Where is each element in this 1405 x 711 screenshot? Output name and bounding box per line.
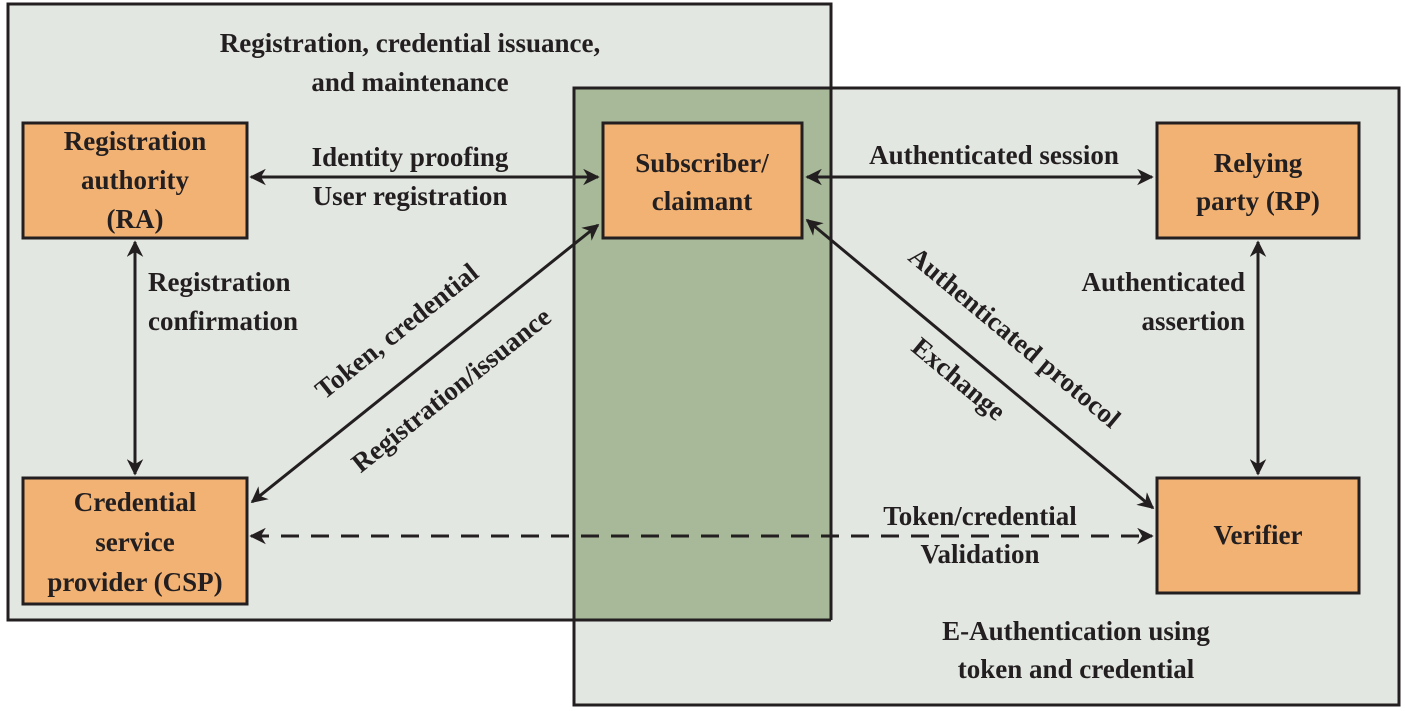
- registration-region-title-line2: and maintenance: [311, 67, 508, 97]
- ra-subscriber-label-line2: User registration: [313, 181, 508, 211]
- verifier-label: Verifier: [1214, 520, 1303, 550]
- subscriber-rp-label: Authenticated session: [869, 140, 1119, 170]
- ra-subscriber-label-line1: Identity proofing: [312, 142, 509, 172]
- rp-label-line1: Relying: [1214, 148, 1303, 178]
- ra-label-line2: authority: [81, 165, 190, 195]
- rp-verifier-label-line2: assertion: [1142, 306, 1246, 336]
- csp-label-line2: service: [95, 527, 174, 557]
- ra-csp-label-line2: confirmation: [148, 306, 298, 336]
- csp-subscriber-arrow: [250, 223, 600, 504]
- csp-label-line1: Credential: [74, 487, 197, 517]
- eauth-region-title-line1: E-Authentication using: [942, 616, 1210, 646]
- registration-region-title-line1: Registration, credential issuance,: [220, 28, 600, 58]
- subscriber-verifier-arrow: [805, 218, 1155, 510]
- subscriber-box: [601, 121, 804, 240]
- eauth-region-title-line2: token and credential: [958, 654, 1195, 684]
- ra-label-line3: (RA): [107, 204, 164, 234]
- ra-label-line1: Registration: [64, 126, 206, 156]
- subscriber-label-line2: claimant: [652, 186, 753, 216]
- ra-csp-label-line1: Registration: [148, 267, 290, 297]
- verifier-box: [1155, 476, 1361, 595]
- csp-box: [21, 476, 249, 606]
- csp-verifier-label-line1: Token/credential: [883, 501, 1077, 531]
- csp-verifier-label-line2: Validation: [920, 539, 1039, 569]
- rp-box: [1155, 121, 1361, 240]
- subscriber-label-line1: Subscriber/: [635, 148, 769, 178]
- csp-label-line3: provider (CSP): [47, 567, 222, 597]
- rp-verifier-label-line1: Authenticated: [1082, 267, 1246, 297]
- ra-box: [21, 121, 249, 240]
- rp-label-line2: party (RP): [1196, 186, 1320, 216]
